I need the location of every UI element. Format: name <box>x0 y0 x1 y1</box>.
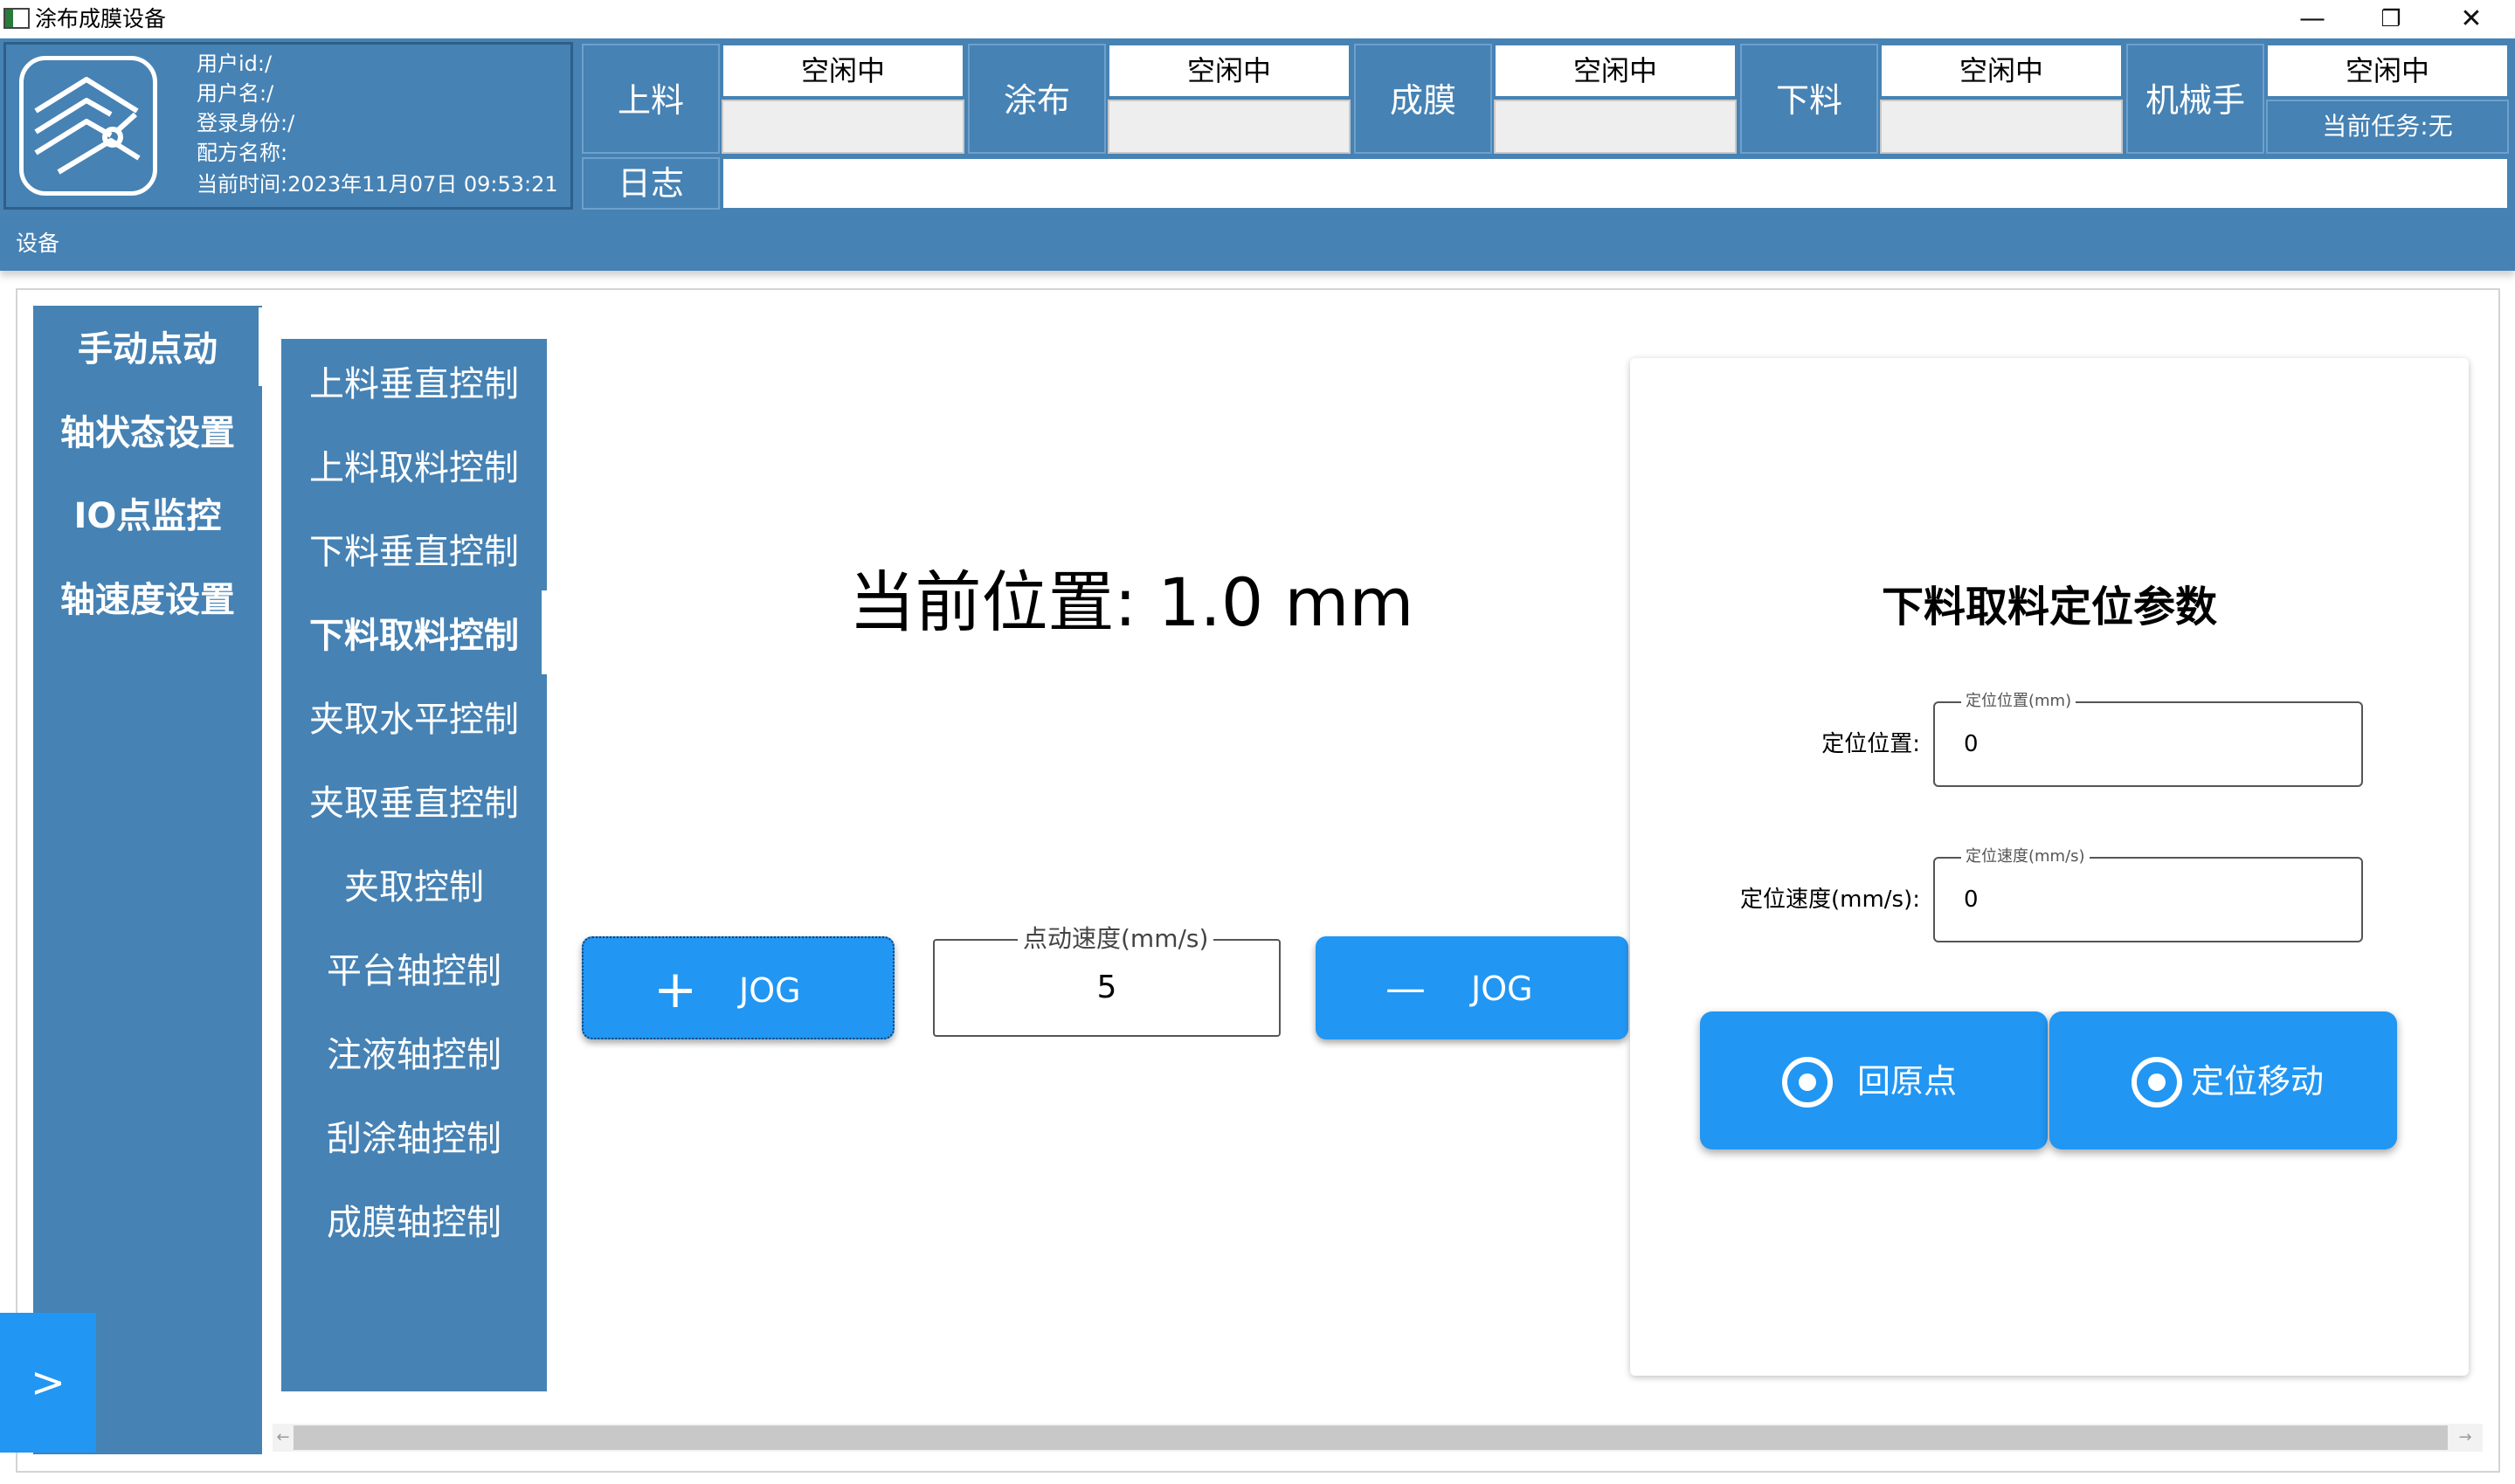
station-detail-coating <box>1108 100 1351 154</box>
station-status-loading: 空闲中 <box>722 44 964 98</box>
station-status-coating: 空闲中 <box>1108 44 1351 98</box>
station-label-robot: 机械手 <box>2126 44 2264 154</box>
positioning-panel-title: 下料取料定位参数 <box>1881 583 2217 632</box>
station-detail-unloading <box>1880 100 2123 154</box>
nav-clamp-horizontal[interactable]: 夹取水平控制 <box>309 700 519 740</box>
jog-speed-value[interactable]: 5 <box>1096 970 1117 1005</box>
jog-plus-button[interactable]: + JOG <box>582 936 895 1039</box>
window-title: 涂布成膜设备 <box>35 6 167 31</box>
close-button[interactable]: ✕ <box>2460 3 2483 34</box>
nav-scraper-axis[interactable]: 刮涂轴控制 <box>327 1119 501 1159</box>
home-button[interactable]: 回原点 <box>1700 1011 2048 1149</box>
secondary-nav <box>281 339 547 1391</box>
position-move-button-label: 定位移动 <box>2191 1062 2325 1101</box>
jog-minus-button[interactable]: — JOG <box>1316 936 1628 1039</box>
station-detail-loading <box>722 100 964 154</box>
log-label: 日志 <box>582 157 720 210</box>
nav-clamp-vertical[interactable]: 夹取垂直控制 <box>309 783 519 824</box>
jog-minus-label: JOG <box>1471 970 1533 1008</box>
nav-clamp-control[interactable]: 夹取控制 <box>344 867 484 908</box>
login-role: 登录身份:/ <box>197 111 295 135</box>
positioning-speed-input[interactable] <box>1933 857 2363 942</box>
expand-sidebar-button[interactable]: > <box>0 1313 96 1453</box>
nav-manual-jog[interactable]: 手动点动 <box>78 329 218 369</box>
nav-unloading-vertical[interactable]: 下料垂直控制 <box>309 532 519 572</box>
scroll-right-arrow-icon[interactable]: → <box>2458 1428 2472 1446</box>
jog-speed-legend: 点动速度(mm/s) <box>1018 923 1214 955</box>
nav-axis-state-settings[interactable]: 轴状态设置 <box>60 413 235 453</box>
nav-io-monitor[interactable]: IO点监控 <box>73 496 222 536</box>
user-id: 用户id:/ <box>197 52 273 76</box>
nav-film-axis[interactable]: 成膜轴控制 <box>327 1203 501 1243</box>
nav-platform-axis[interactable]: 平台轴控制 <box>327 951 501 991</box>
jog-plus-label: JOG <box>739 971 801 1010</box>
station-label-coating: 涂布 <box>968 44 1106 154</box>
station-status-filming: 空闲中 <box>1494 44 1737 98</box>
nav-loading-vertical[interactable]: 上料垂直控制 <box>309 364 519 404</box>
nav-loading-pickup[interactable]: 上料取料控制 <box>309 448 519 488</box>
company-logo <box>19 56 157 196</box>
home-button-label: 回原点 <box>1857 1062 1958 1101</box>
position-legend: 定位位置(mm) <box>1961 691 2076 712</box>
position-value[interactable]: 0 <box>1964 731 1979 757</box>
station-status-unloading: 空闲中 <box>1880 44 2123 98</box>
restore-button[interactable]: ❐ <box>2380 6 2401 32</box>
minimize-button[interactable]: — <box>2299 3 2325 34</box>
target-icon <box>2132 1057 2182 1108</box>
title-bar <box>0 0 2515 38</box>
station-status-robot: 空闲中 <box>2266 44 2509 98</box>
recipe-name: 配方名称: <box>197 141 288 165</box>
station-label-filming: 成膜 <box>1354 44 1492 154</box>
position-move-button[interactable]: 定位移动 <box>2049 1011 2397 1149</box>
log-output <box>722 157 2509 210</box>
primary-nav-selection-indicator <box>259 307 263 386</box>
station-detail-filming <box>1494 100 1737 154</box>
positioning-speed-value[interactable]: 0 <box>1964 887 1979 913</box>
station-label-loading: 上料 <box>582 44 720 154</box>
scroll-left-arrow-icon[interactable]: ← <box>276 1428 290 1446</box>
minus-icon: — <box>1385 964 1426 1011</box>
primary-nav <box>33 306 262 1454</box>
robot-current-task: 当前任务:无 <box>2266 100 2509 154</box>
nav-injection-axis[interactable]: 注液轴控制 <box>327 1035 501 1075</box>
position-field-label: 定位位置: <box>1821 731 1920 757</box>
scrollbar-thumb[interactable] <box>294 1425 2448 1450</box>
current-position-display: 当前位置: 1.0 mm <box>848 563 1414 641</box>
nav-unloading-pickup[interactable]: 下料取料控制 <box>309 616 519 656</box>
positioning-speed-legend: 定位速度(mm/s) <box>1961 846 2090 867</box>
position-input[interactable] <box>1933 701 2363 787</box>
secondary-nav-selection-indicator <box>542 590 547 674</box>
nav-axis-speed-settings[interactable]: 轴速度设置 <box>60 580 235 620</box>
target-icon-dot <box>1799 1073 1816 1091</box>
target-icon-dot <box>2148 1073 2166 1091</box>
plus-icon: + <box>653 959 698 1020</box>
device-tab-bar <box>0 218 2515 271</box>
target-icon <box>1782 1057 1833 1108</box>
user-name: 用户名:/ <box>197 81 274 106</box>
current-time: 当前时间:2023年11月07日 09:53:21 <box>197 172 558 197</box>
logo-graphic-icon <box>34 77 141 175</box>
jog-speed-input[interactable] <box>933 939 1281 1037</box>
device-tab[interactable]: 设备 <box>16 231 60 256</box>
app-icon <box>3 8 30 29</box>
speed-field-label: 定位速度(mm/s): <box>1739 887 1920 913</box>
station-label-unloading: 下料 <box>1740 44 1878 154</box>
